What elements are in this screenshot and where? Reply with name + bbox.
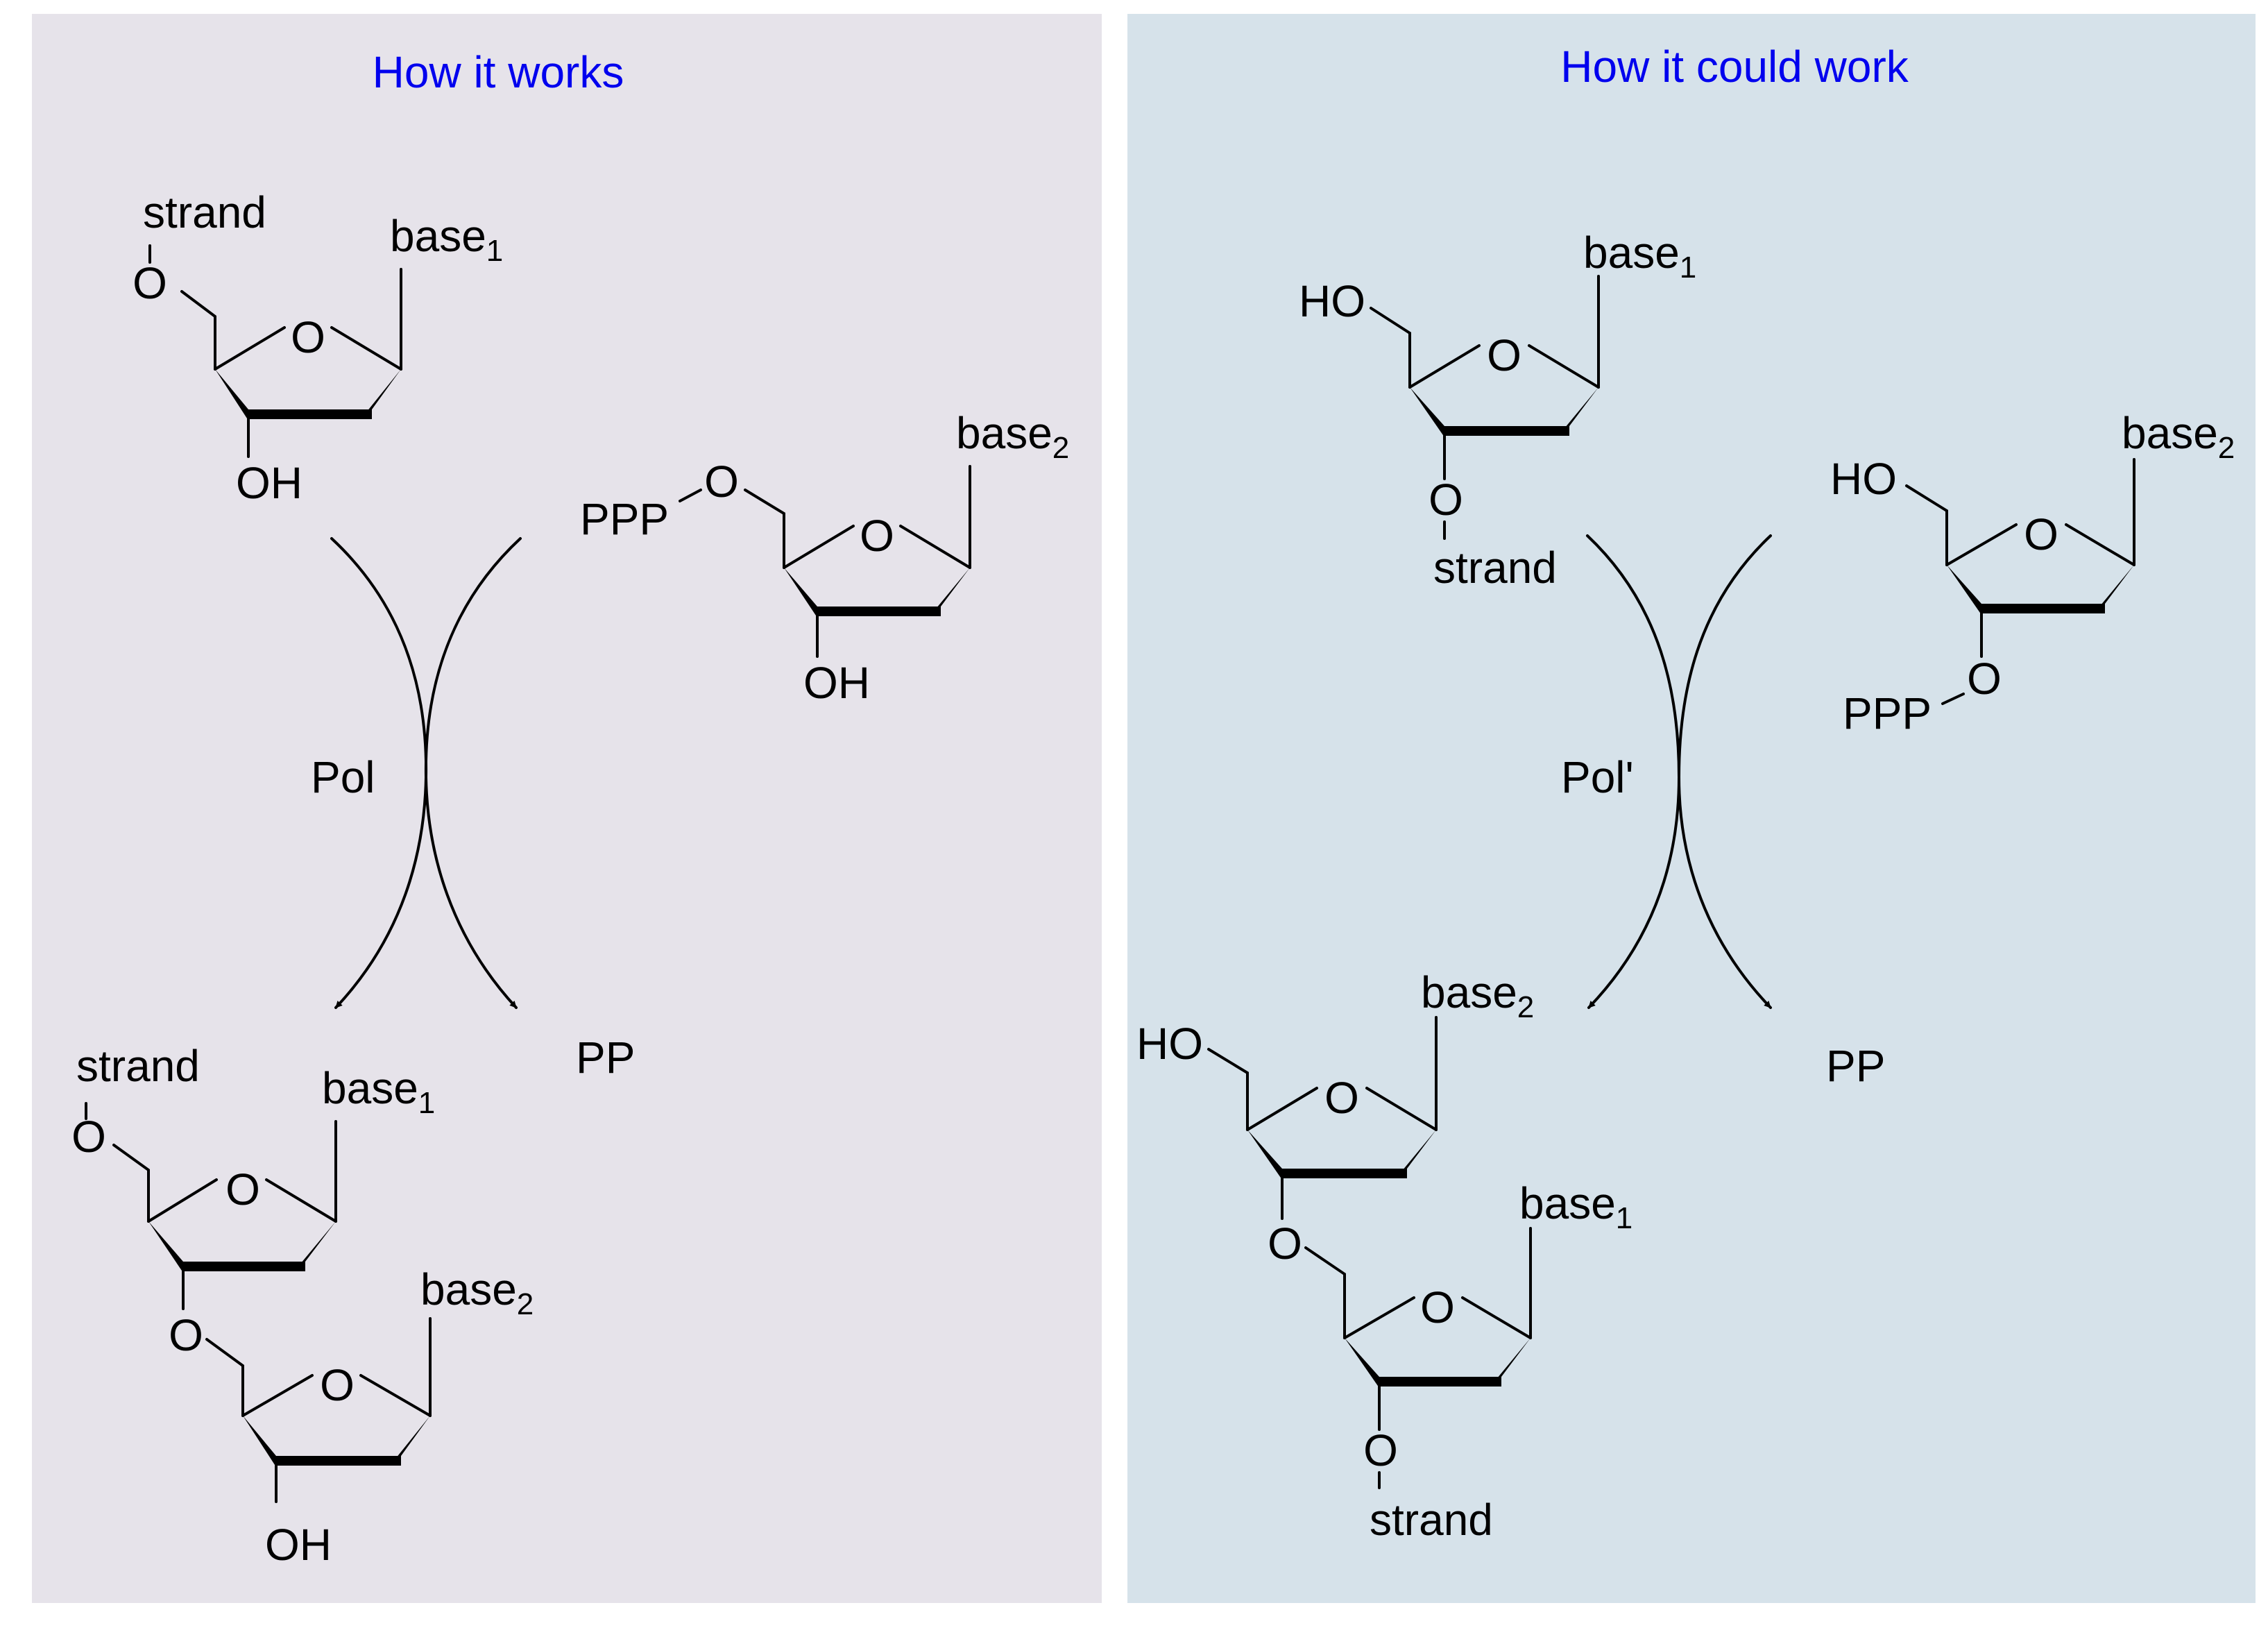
oxygen-5prime: O (133, 258, 167, 308)
right-product-dinucleotide: O HO base2 O O base1 O strand (1136, 967, 1632, 1545)
ring-oxygen: O (320, 1360, 355, 1410)
left-product-dinucleotide: O O strand base1 O O base2 OH (71, 1041, 534, 1570)
left-reaction-arrows (330, 537, 522, 1009)
ring-oxygen: O (1420, 1282, 1455, 1332)
triphosphate-label: PPP (1843, 688, 1932, 738)
right-title: How it could work (1560, 42, 1909, 92)
strand-label: strand (1433, 543, 1557, 593)
ring-oxygen: O (291, 312, 325, 362)
ring-oxygen: O (1487, 330, 1521, 380)
base-label: base2 (1421, 967, 1534, 1024)
left-panel (32, 14, 1102, 1603)
right-reactant-triphosphate: O HO base2 O PPP (1830, 408, 2235, 738)
enzyme-label: Pol (311, 752, 375, 802)
byproduct-label: PP (1826, 1041, 1885, 1091)
strand-label: strand (76, 1041, 200, 1091)
right-reactant-nucleoside-1: O HO base1 O strand (1299, 228, 1696, 593)
ring-oxygen: O (1324, 1073, 1359, 1123)
base-label: base1 (322, 1063, 435, 1120)
hydroxyl-label: OH (803, 658, 870, 708)
hydroxyl-label: HO (1299, 276, 1365, 326)
byproduct-label: PP (576, 1033, 635, 1083)
linking-oxygen: O (169, 1310, 203, 1360)
ring-oxygen: O (2024, 509, 2058, 559)
strand-label: strand (1370, 1495, 1493, 1545)
oxygen-5prime: O (704, 457, 739, 507)
oxygen-3prime: O (1967, 654, 2002, 704)
left-reactant-nucleoside-1: O O strand base1 OH (133, 187, 503, 508)
base-label: base2 (2122, 408, 2235, 465)
linking-oxygen: O (1268, 1219, 1302, 1269)
base-label: base1 (1519, 1178, 1632, 1235)
oxygen-3prime: O (1429, 475, 1463, 525)
hydroxyl-label: OH (265, 1520, 332, 1570)
base-label: base1 (390, 211, 503, 268)
hydroxyl-label: HO (1830, 454, 1897, 504)
strand-label: strand (143, 187, 266, 237)
enzyme-label: Pol' (1561, 752, 1634, 802)
oxygen-3prime: O (1363, 1425, 1398, 1475)
right-panel (1127, 14, 2256, 1603)
ring-oxygen: O (860, 511, 894, 561)
right-reaction-arrows (1586, 534, 1772, 1009)
left-title: How it works (373, 47, 624, 97)
base-label: base2 (956, 408, 1069, 465)
oxygen-5prime: O (71, 1112, 106, 1162)
ring-oxygen: O (225, 1164, 260, 1214)
triphosphate-label: PPP (580, 494, 669, 544)
left-reactant-triphosphate: O O PPP base2 OH (580, 408, 1069, 708)
hydroxyl-label: HO (1136, 1019, 1203, 1069)
base-label: base2 (420, 1264, 534, 1321)
base-label: base1 (1583, 228, 1696, 285)
hydroxyl-label: OH (236, 458, 302, 508)
